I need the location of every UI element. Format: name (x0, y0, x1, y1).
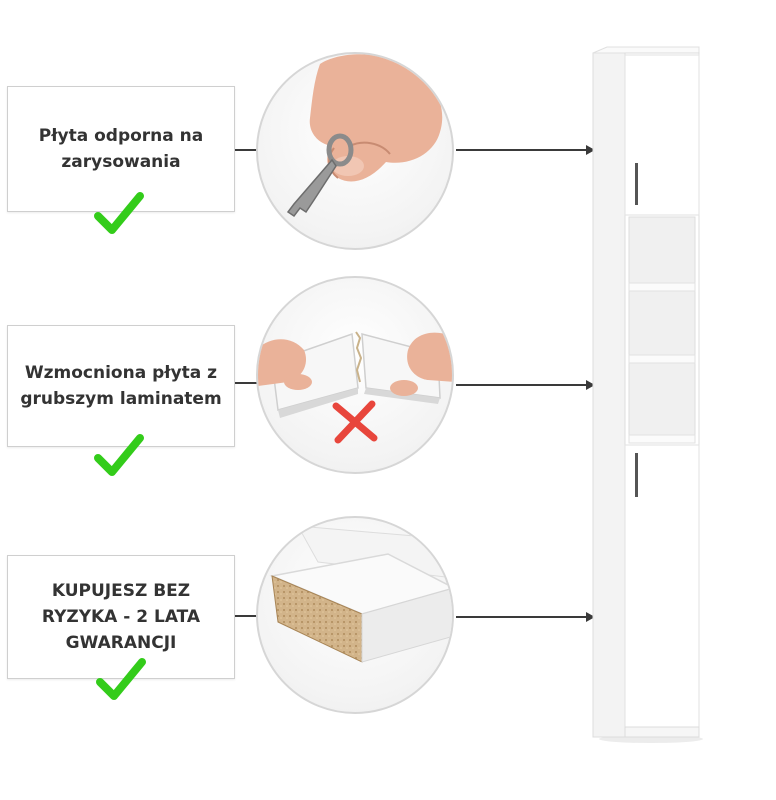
feature-label-line: RYZYKA - 2 LATA (41, 607, 201, 627)
arrow-to-cabinet (456, 380, 595, 390)
arrow-to-cabinet (456, 612, 595, 622)
connector-line (235, 382, 257, 384)
tall-white-bathroom-cabinet (592, 46, 703, 743)
feature-label-line: KUPUJESZ BEZ (51, 581, 191, 601)
feature-label: Wzmocniona płyta z grubszym laminatem (20, 360, 221, 412)
arrow-to-cabinet (456, 145, 595, 155)
feature-label-line: Płyta odporna na (38, 126, 204, 146)
feature-label: KUPUJESZ BEZ RYZYKA - 2 LATA GWARANCJI (42, 578, 200, 656)
check-icon (94, 434, 144, 476)
board-break-test-photo (256, 276, 454, 474)
feature-label: Płyta odporna na zarysowania (39, 123, 204, 175)
check-icon (94, 192, 144, 234)
connector-line (235, 149, 257, 151)
connector-line (235, 615, 257, 617)
feature-label-line: GWARANCJI (65, 633, 177, 653)
key-scratch-test-photo (256, 52, 454, 250)
check-icon (96, 658, 146, 700)
feature-box-warranty: KUPUJESZ BEZ RYZYKA - 2 LATA GWARANCJI (7, 555, 235, 679)
feature-box-scratch-resistant: Płyta odporna na zarysowania (7, 86, 235, 212)
door-handle (635, 163, 638, 205)
door-handle (635, 453, 638, 497)
feature-label-line: zarysowania (61, 152, 181, 172)
feature-label-line: grubszym laminatem (20, 389, 222, 409)
feature-box-reinforced-board: Wzmocniona płyta z grubszym laminatem (7, 325, 235, 447)
feature-label-line: Wzmocniona płyta z (24, 363, 218, 383)
particle-board-edge-photo (256, 516, 454, 714)
